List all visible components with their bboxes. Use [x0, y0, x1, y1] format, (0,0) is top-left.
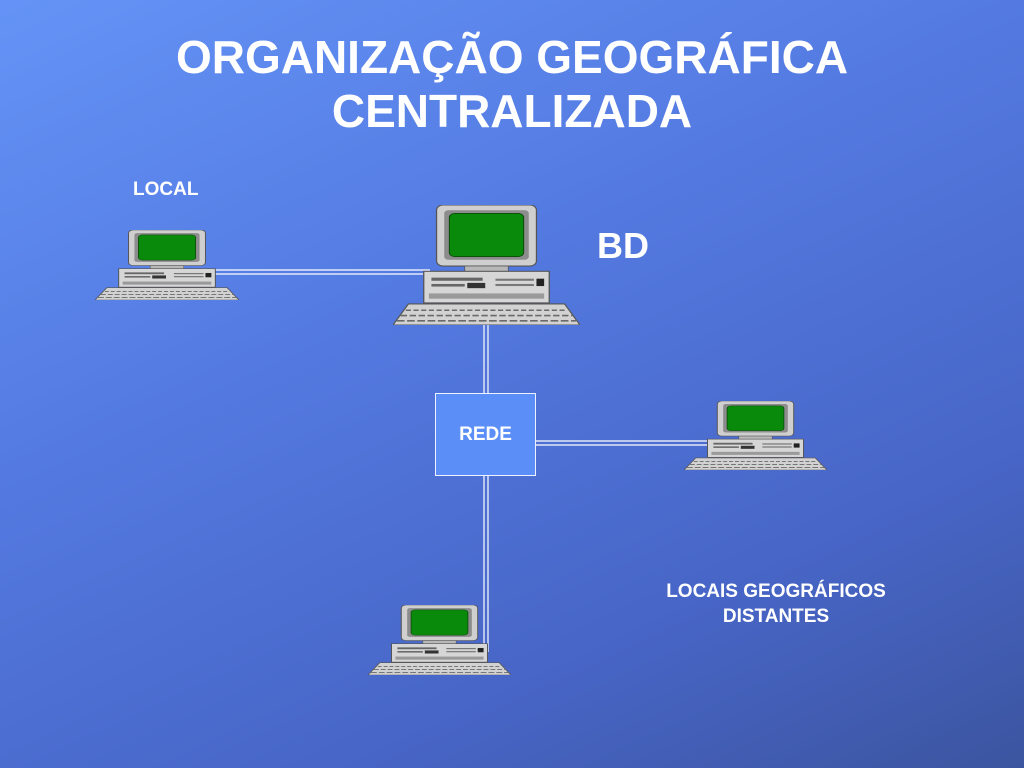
slide-title: ORGANIZAÇÃO GEOGRÁFICA CENTRALIZADA — [0, 30, 1024, 138]
database-label: BD — [597, 225, 649, 266]
distant-label-line-2: DISTANTES — [722, 606, 830, 627]
server-computer-icon — [393, 205, 580, 325]
title-line-1: ORGANIZAÇÃO GEOGRÁFICA — [175, 31, 849, 83]
network-box: REDE — [435, 393, 536, 476]
distant-label-line-1: LOCAIS GEOGRÁFICOS — [666, 581, 886, 602]
local-label: LOCAL — [133, 179, 199, 200]
distant-locations-label: LOCAIS GEOGRÁFICOS DISTANTES — [636, 579, 916, 629]
network-label: REDE — [459, 423, 512, 445]
desktop-computer-icon — [368, 605, 511, 675]
title-line-2: CENTRALIZADA — [331, 85, 693, 137]
desktop-computer-icon — [684, 401, 827, 470]
desktop-computer-icon — [95, 230, 239, 300]
